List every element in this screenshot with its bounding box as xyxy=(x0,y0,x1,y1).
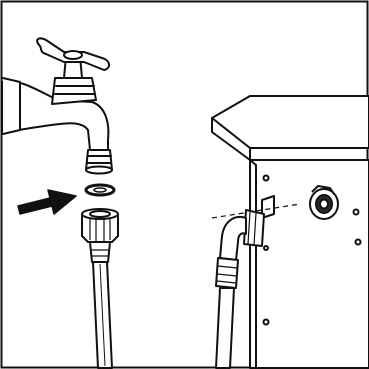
elbow-bend xyxy=(220,217,246,260)
hose-collar xyxy=(90,242,110,262)
tap-icon xyxy=(3,38,112,173)
hose-icon xyxy=(82,209,118,368)
seal-washer-icon xyxy=(86,185,114,195)
tap-handle-cap xyxy=(64,51,82,59)
elbow-tube xyxy=(216,288,234,368)
arrow-icon xyxy=(18,190,76,214)
elbow-collar xyxy=(216,258,238,288)
washer-top xyxy=(212,96,369,148)
tap-bonnet xyxy=(52,78,96,104)
tap-wall-flange xyxy=(3,78,20,134)
washer-back-panel xyxy=(250,160,369,368)
